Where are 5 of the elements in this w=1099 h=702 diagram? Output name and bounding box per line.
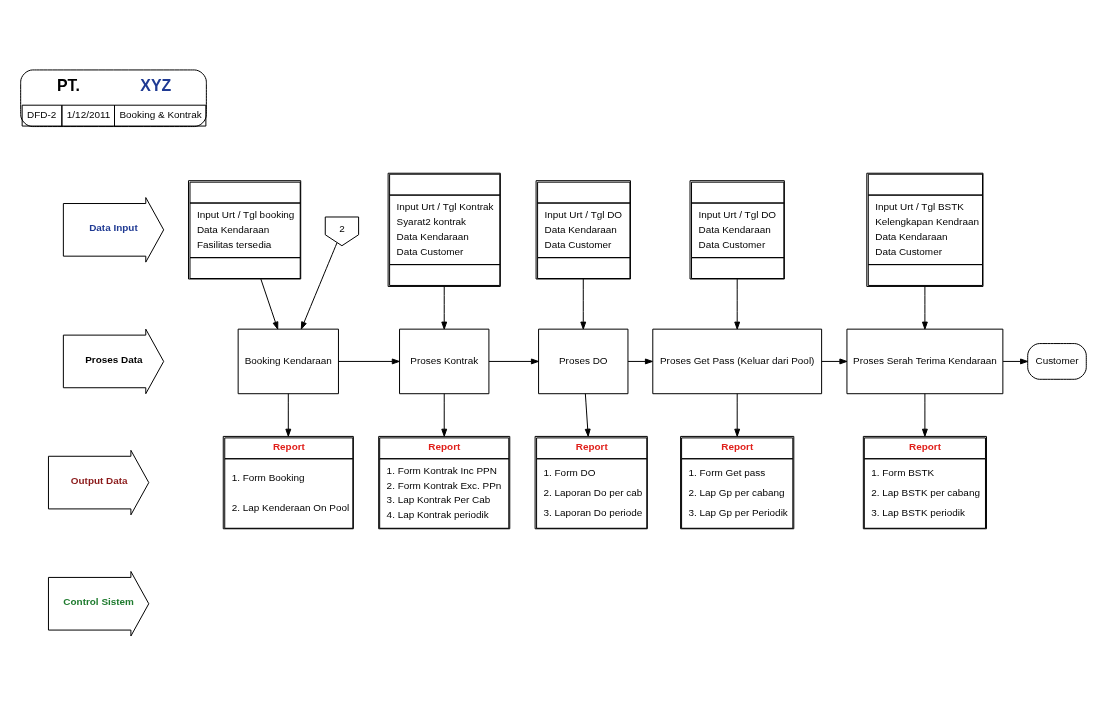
label: DFD-2 bbox=[27, 109, 57, 121]
label: Booking & Kontrak bbox=[119, 109, 202, 121]
label: 1/12/2011 bbox=[66, 109, 111, 121]
label: PT. bbox=[56, 77, 80, 95]
label: XYZ bbox=[140, 77, 172, 95]
